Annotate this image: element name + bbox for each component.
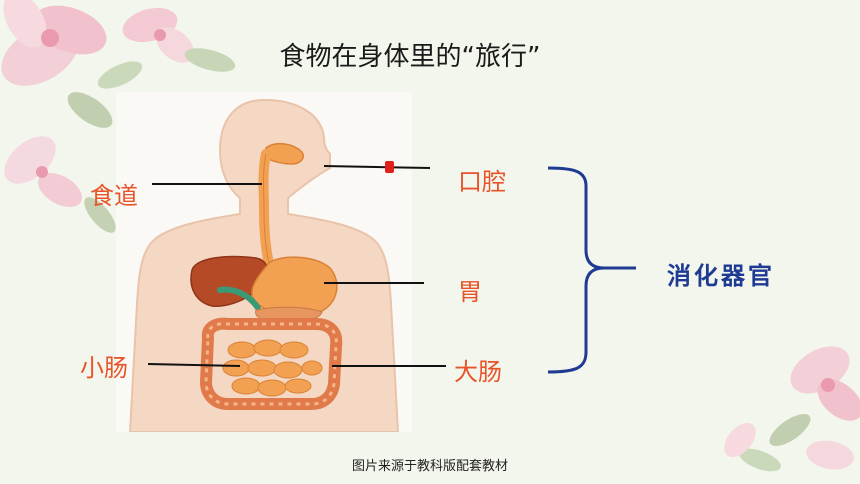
small-intestine: [222, 339, 323, 397]
bile-duct: [217, 286, 261, 311]
leader-line-small-intestine: [147, 363, 241, 367]
mouth-marker: [385, 161, 394, 173]
label-large-intestine: 大肠: [454, 358, 502, 386]
label-small-intestine: 小肠: [80, 354, 128, 382]
label-stomach: 胃: [458, 278, 482, 306]
flower-decoration-top-left: [1, 0, 236, 233]
brace: [547, 166, 636, 374]
label-digestive-organs: 消化器官: [667, 262, 775, 290]
label-mouth: 口腔: [458, 168, 506, 196]
mouth-cavity: [265, 142, 304, 165]
flower-decoration-bottom-right: [724, 346, 860, 472]
leader-line-mouth: [323, 165, 431, 169]
label-esophagus: 食道: [90, 182, 138, 210]
image-source-caption: 图片来源于教科版配套教材: [351, 459, 508, 474]
slide-title: 食物在身体里的“旅行”: [279, 42, 541, 72]
